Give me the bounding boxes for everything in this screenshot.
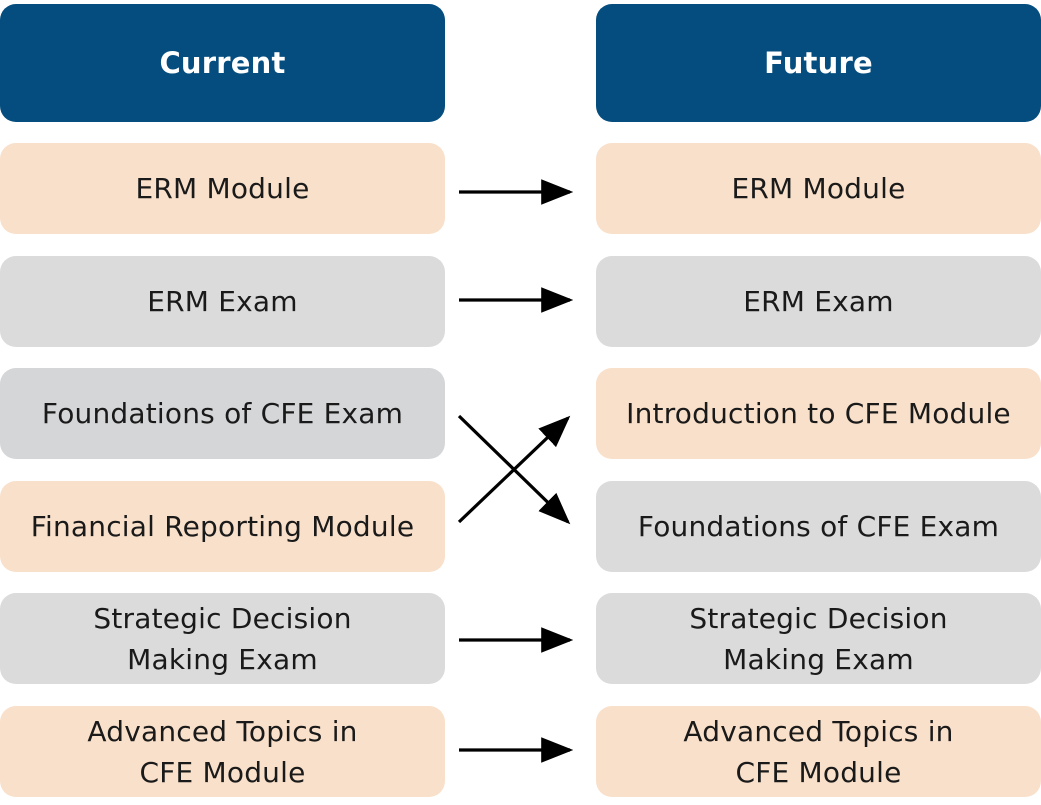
current-item-erm-exam: ERM Exam	[0, 256, 445, 347]
future-item-strategic-decision-exam: Strategic Decision Making Exam	[596, 593, 1041, 684]
future-item-erm-module: ERM Module	[596, 143, 1041, 234]
future-item-foundations-exam: Foundations of CFE Exam	[596, 481, 1041, 572]
current-item-financial-reporting-module: Financial Reporting Module	[0, 481, 445, 572]
arrow-financial-reporting-up	[457, 415, 571, 524]
current-header: Current	[0, 4, 445, 122]
future-header: Future	[596, 4, 1041, 122]
current-item-strategic-decision-exam: Strategic Decision Making Exam	[0, 593, 445, 684]
current-item-erm-module: ERM Module	[0, 143, 445, 234]
future-item-intro-cfe-module: Introduction to CFE Module	[596, 368, 1041, 459]
current-item-foundations-exam: Foundations of CFE Exam	[0, 368, 445, 459]
current-item-advanced-topics-module: Advanced Topics in CFE Module	[0, 706, 445, 797]
future-item-advanced-topics-module: Advanced Topics in CFE Module	[596, 706, 1041, 797]
future-item-erm-exam: ERM Exam	[596, 256, 1041, 347]
